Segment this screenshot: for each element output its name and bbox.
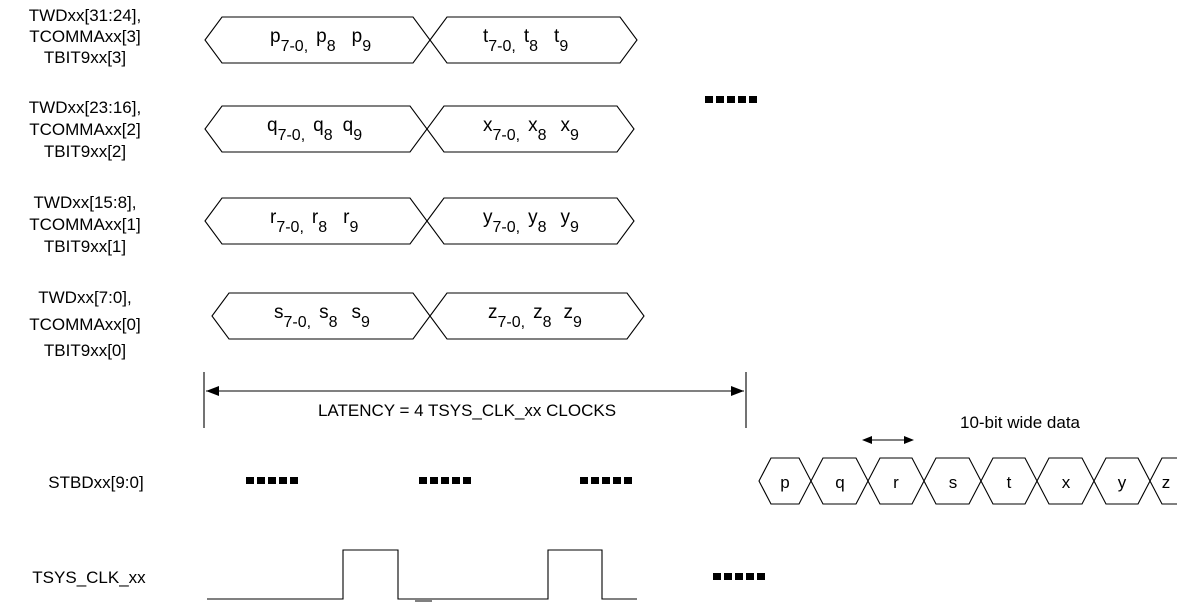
serial-cell-label: r [893, 473, 899, 492]
latency-label: LATENCY = 4 TSYS_CLK_xx CLOCKS [318, 401, 616, 420]
signal-group-3: TWDxx[15:8], TCOMMAxx[1] TBIT9xx[1] r7-0… [29, 193, 635, 256]
signal-label-line: TBIT9xx[0] [44, 341, 126, 360]
wide-data-label: 10-bit wide data [960, 413, 1081, 432]
stbd-label: STBDxx[9:0] [48, 473, 143, 492]
signal-label-line: TBIT9xx[1] [44, 237, 126, 256]
stbd-dots-2 [419, 477, 471, 484]
data-cell-shape [426, 105, 635, 153]
serial-cell-label: p [780, 473, 789, 492]
serial-cell-label: t [1007, 473, 1012, 492]
clock-label: TSYS_CLK_xx [32, 568, 146, 587]
clock-continuation-dots [713, 573, 765, 580]
continuation-dots [705, 96, 757, 103]
signal-label-line: TBIT9xx[2] [44, 142, 126, 161]
arrow-right-icon [731, 386, 744, 396]
serial-cell-label: q [835, 473, 844, 492]
bit-width-arrow [862, 436, 914, 444]
signal-label-line: TWDxx[15:8], [34, 193, 137, 212]
serial-cell-label: x [1062, 473, 1071, 492]
signal-group-4: TWDxx[7:0], TCOMMAxx[0] TBIT9xx[0] s7-0,… [29, 288, 645, 360]
serial-cell [1149, 457, 1177, 505]
serial-cell-label: s [949, 473, 958, 492]
stbd-dots-3 [580, 477, 632, 484]
signal-group-2: TWDxx[23:16], TCOMMAxx[2] TBIT9xx[2] q7-… [29, 98, 635, 161]
signal-group-1: TWDxx[31:24], TCOMMAxx[3] TBIT9xx[3] p7-… [29, 6, 638, 67]
signal-label-line: TCOMMAxx[0] [29, 315, 140, 334]
signal-label-line: TWDxx[31:24], [29, 6, 141, 25]
data-cell-shape [429, 16, 638, 64]
signal-label-line: TCOMMAxx[3] [29, 27, 140, 46]
serial-cell-label: y [1118, 473, 1127, 492]
latency-dimension: LATENCY = 4 TSYS_CLK_xx CLOCKS [203, 372, 747, 428]
signal-label-line: TWDxx[7:0], [38, 288, 132, 307]
stbd-dots-1 [246, 477, 298, 484]
data-cell-shape [426, 197, 635, 245]
clock-waveform [207, 549, 637, 600]
arrow-left-icon [862, 436, 872, 444]
serial-data-stream: p q r s t x y z [758, 457, 1177, 505]
signal-label-line: TBIT9xx[3] [44, 48, 126, 67]
signal-label-line: TWDxx[23:16], [29, 98, 141, 117]
arrow-left-icon [206, 386, 219, 396]
signal-label-line: TCOMMAxx[1] [29, 215, 140, 234]
serial-cell-label: z [1162, 473, 1171, 492]
signal-label-line: TCOMMAxx[2] [29, 120, 140, 139]
data-cell-shape [429, 292, 645, 340]
arrow-right-icon [904, 436, 914, 444]
